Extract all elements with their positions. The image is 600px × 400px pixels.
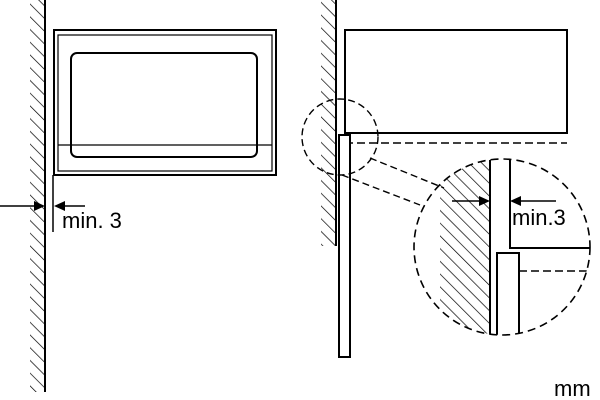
appliance-frame <box>53 29 277 176</box>
dimension-label-detail: min.3 <box>512 205 566 230</box>
detail-arrowhead-right <box>510 196 521 206</box>
detail-marker-circle <box>301 98 379 176</box>
right-wall-hatching <box>321 0 336 246</box>
detail-view: min.3 <box>413 158 591 336</box>
detail-arrowhead-left <box>479 196 490 206</box>
arrowhead-left <box>34 201 45 211</box>
dimension-label-left: min. 3 <box>62 208 122 233</box>
detail-cabinet-edge <box>509 160 590 249</box>
arrowhead-right <box>54 201 65 211</box>
front-panel <box>338 134 351 358</box>
detail-leader-top <box>369 157 445 189</box>
appliance-inner-frame <box>57 34 273 172</box>
detail-leader-bottom <box>341 174 421 206</box>
unit-label: mm <box>554 376 591 400</box>
door-window <box>70 52 258 158</box>
detail-front-panel <box>496 252 520 335</box>
left-wall-hatching <box>30 0 45 392</box>
detail-wall-hatching <box>440 159 490 335</box>
cabinet-body <box>344 29 568 134</box>
side-view <box>301 0 568 358</box>
front-view: min. 3 <box>0 0 277 392</box>
detail-circle <box>413 158 591 336</box>
